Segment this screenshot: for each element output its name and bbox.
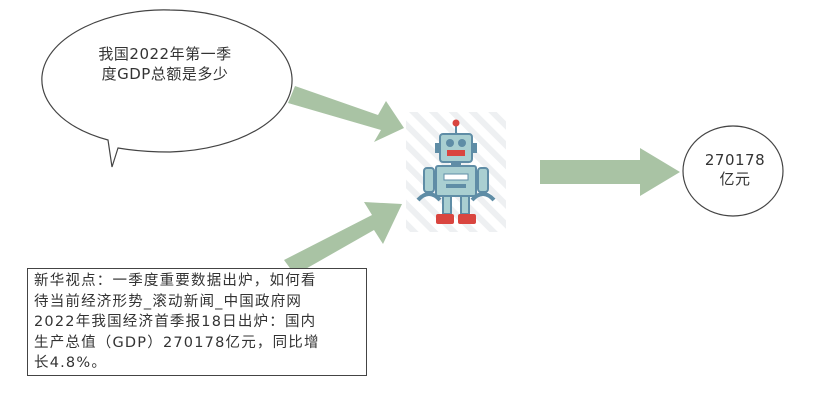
document-line: 长4.8%。 [34,355,108,371]
document-line: 待当前经济形势_滚动新闻_中国政府网 [34,293,303,310]
question-text: 我国2022年第一季 度GDP总额是多少 [70,44,260,84]
question-line: 我国2022年第一季 [98,45,232,63]
document-line: 2022年我国经济首季报18日出炉：国内 [34,314,317,330]
arrow-question-to-robot [288,86,404,142]
document-line: 生产总值（GDP）270178亿元，同比增 [34,334,320,351]
arrow-robot-to-answer [540,148,680,196]
answer-line: 亿元 [719,170,751,188]
question-line: 度GDP总额是多少 [101,65,229,83]
answer-text: 270178 亿元 [688,151,782,189]
answer-circle [682,125,784,217]
retrieved-document: 新华视点：一季度重要数据出炉，如何看 待当前经济形势_滚动新闻_中国政府网 20… [27,268,367,376]
document-line: 新华视点：一季度重要数据出炉，如何看 [34,273,317,289]
speech-bubble [41,9,293,168]
arrow-document-to-robot [284,202,402,275]
answer-line: 270178 [704,151,766,169]
robot-icon [406,112,506,232]
